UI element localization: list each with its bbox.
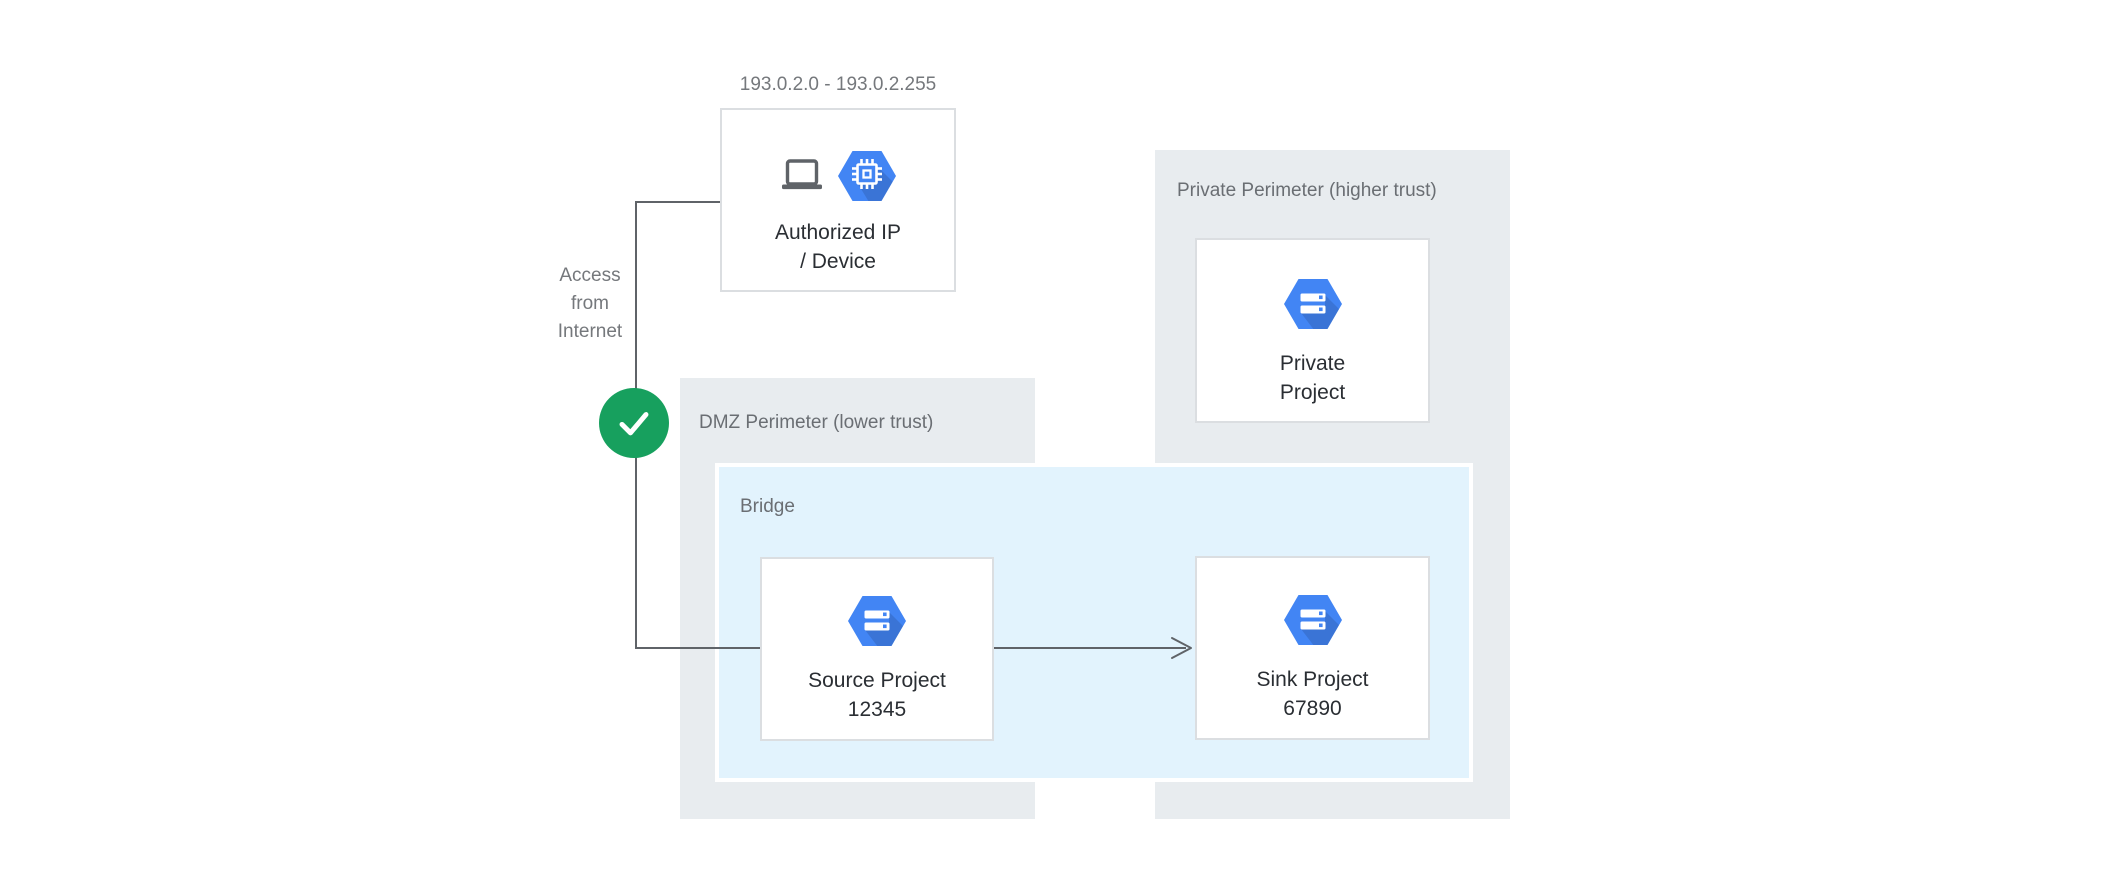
authorized-node-label-line-2: / Device	[800, 250, 876, 273]
access-label-line-3: Internet	[557, 321, 623, 342]
source-node-label-line-1: Source Project	[808, 669, 946, 692]
authorized-node-icons	[780, 151, 896, 201]
project-servers-hexagon-icon	[1284, 279, 1342, 329]
access-allowed-check-badge	[599, 388, 669, 458]
source-node-label: Source Project 12345	[808, 666, 946, 724]
private-project-label-line-2: Project	[1279, 381, 1346, 404]
sink-node-label-line-1: Sink Project	[1256, 668, 1369, 691]
ip-range-label: 193.0.2.0 - 193.0.2.255	[739, 74, 937, 95]
access-from-internet-label: Access from Internet	[545, 262, 635, 346]
authorized-ip-device-node: Authorized IP / Device	[720, 108, 956, 292]
dmz-perimeter-label: DMZ Perimeter (lower trust)	[699, 412, 934, 433]
private-project-node: Private Project	[1195, 238, 1430, 423]
access-label-line-2: from	[571, 293, 609, 314]
source-project-node: Source Project 12345	[760, 557, 994, 741]
private-project-label-line-1: Private	[1279, 352, 1346, 375]
access-label-line-1: Access	[559, 265, 621, 286]
compute-chip-hexagon-icon	[838, 151, 896, 201]
laptop-icon	[780, 159, 824, 193]
source-node-label-line-2: 12345	[847, 698, 907, 721]
private-perimeter-label: Private Perimeter (higher trust)	[1177, 180, 1437, 201]
bridge-label: Bridge	[740, 496, 795, 517]
project-servers-hexagon-icon	[1284, 595, 1342, 645]
authorized-node-label: Authorized IP / Device	[775, 218, 901, 276]
sink-node-label: Sink Project 67890	[1256, 665, 1368, 723]
private-project-node-label: Private Project	[1280, 349, 1345, 407]
sink-project-node: Sink Project 67890	[1195, 556, 1430, 740]
project-servers-hexagon-icon	[848, 596, 906, 646]
check-icon	[619, 412, 649, 436]
authorized-node-label-line-1: Authorized IP	[774, 221, 902, 244]
sink-node-label-line-2: 67890	[1283, 697, 1342, 720]
